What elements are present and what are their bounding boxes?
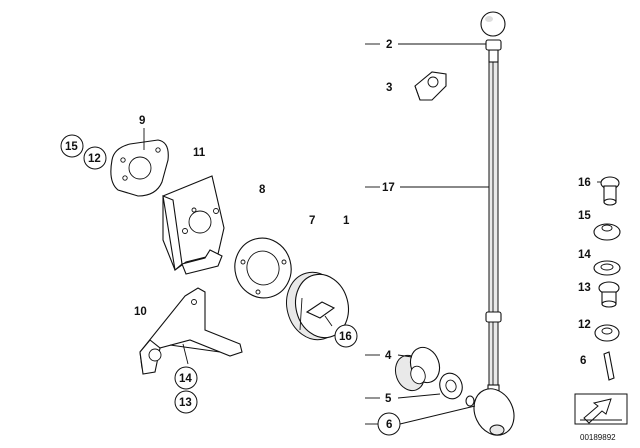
label-4: 4 — [385, 350, 392, 362]
legend-washer-14 — [593, 260, 621, 276]
legend-pin-6 — [603, 351, 615, 381]
document-number: 00189892 — [580, 433, 616, 442]
label-13: 13 — [179, 397, 192, 409]
bushing — [394, 346, 441, 392]
legend-label-14: 14 — [578, 249, 591, 261]
washer — [439, 372, 463, 400]
label-2: 2 — [386, 39, 392, 51]
label-11: 11 — [193, 147, 206, 159]
label-14: 14 — [179, 373, 192, 385]
clip-part — [414, 71, 447, 101]
label-15: 15 — [65, 141, 78, 153]
shift-housing — [286, 271, 349, 341]
label-1: 1 — [343, 215, 350, 227]
support-bracket — [162, 175, 225, 275]
label-10: 10 — [134, 306, 147, 318]
shift-lever — [485, 59, 502, 398]
label-7: 7 — [309, 215, 315, 227]
callout-circles — [60, 134, 401, 436]
legend-label-13: 13 — [578, 282, 591, 294]
legend-clip-12 — [594, 324, 620, 342]
shift-knob — [480, 11, 506, 63]
lower-bracket — [139, 287, 243, 375]
legend-label-16: 16 — [578, 177, 591, 189]
direction-arrow-icon — [583, 398, 612, 424]
label-5: 5 — [385, 393, 392, 405]
leader-lines — [143, 43, 601, 425]
legend-label-6: 6 — [580, 355, 586, 367]
label-8: 8 — [259, 184, 266, 196]
label-12: 12 — [88, 153, 101, 165]
legend-bolt-16 — [600, 176, 620, 206]
ring-gasket — [234, 237, 292, 299]
label-17: 17 — [382, 182, 395, 194]
label-16: 16 — [339, 331, 352, 343]
legend-nut-15 — [593, 223, 621, 241]
legend-label-12: 12 — [578, 319, 591, 331]
label-9: 9 — [139, 115, 145, 127]
legend-bolt-13 — [598, 281, 620, 308]
label-3: 3 — [386, 82, 392, 94]
legend-label-15: 15 — [578, 210, 591, 222]
gasket-plate — [110, 139, 169, 197]
label-6: 6 — [386, 419, 392, 431]
reference-box — [574, 393, 628, 425]
lever-ball-end — [465, 388, 515, 436]
